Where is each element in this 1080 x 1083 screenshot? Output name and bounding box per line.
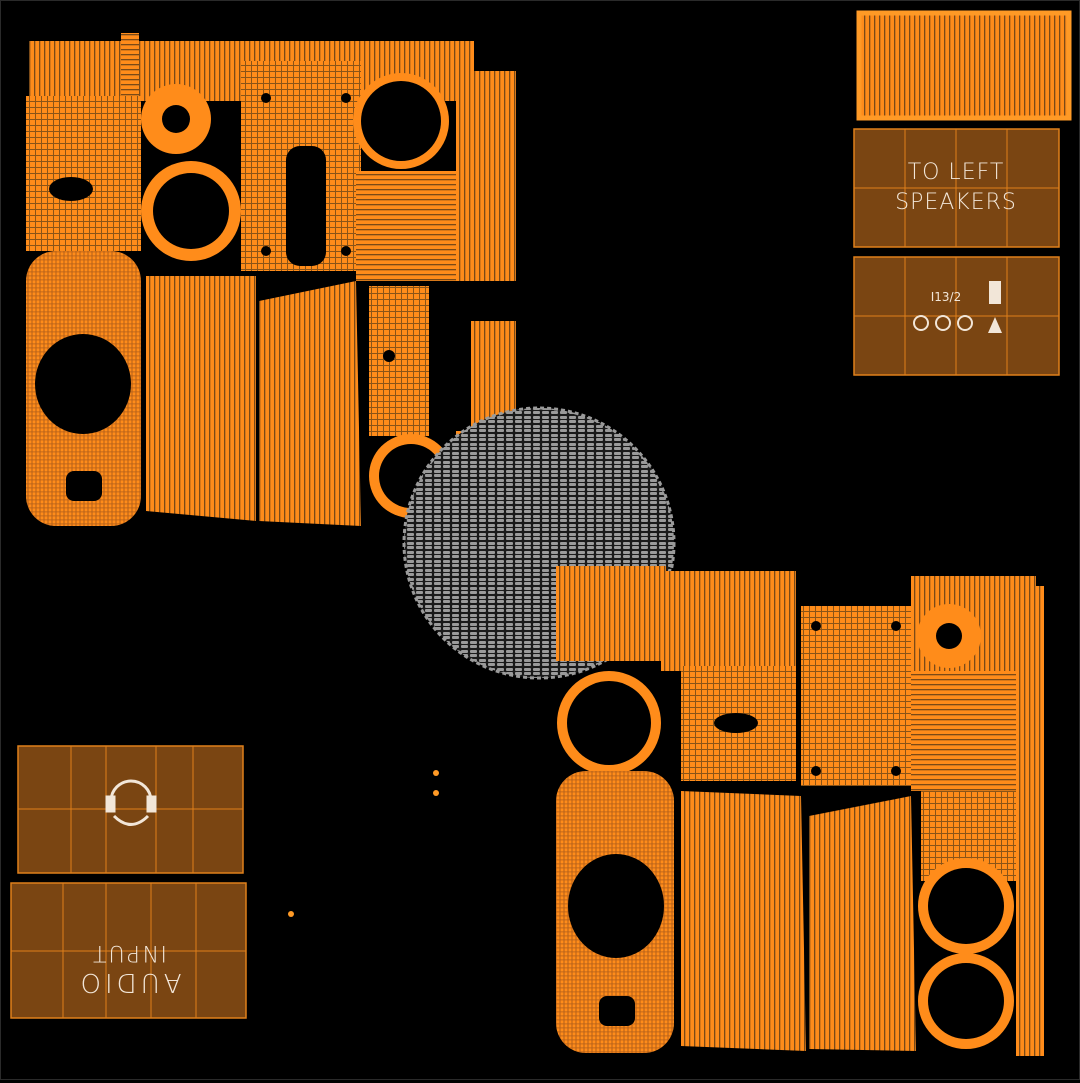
uv-hole [811, 766, 821, 776]
uv-hole [153, 173, 229, 249]
uv-hole [162, 105, 190, 133]
uv-hole [341, 93, 351, 103]
uv-hole [599, 996, 635, 1026]
uv-island-fabric [146, 276, 256, 521]
uv-island-fabric [809, 796, 916, 1051]
to-left-label-line1: TO LEFT [908, 160, 1005, 185]
uv-hole [383, 350, 395, 362]
uv-island-strip [556, 566, 666, 661]
uv-island-fabric [681, 791, 806, 1051]
uv-hole [341, 246, 351, 256]
uv-island-strip [356, 171, 456, 281]
uv-hole [261, 93, 271, 103]
uv-hole [714, 713, 758, 733]
uv-island-strip [1016, 586, 1044, 1056]
uv-hole [891, 766, 901, 776]
audio-input-label-line1: AUDIO [77, 967, 182, 997]
uv-island-strip [456, 71, 516, 281]
uv-vertex [433, 790, 439, 796]
uv-hole [936, 623, 962, 649]
uv-island-plate [801, 606, 911, 786]
uv-label-panels-top-right: TO LEFT SPEAKERS I13/2 [853, 10, 1072, 376]
uv-island-fabric [259, 281, 361, 526]
small-code-text: I13/2 [931, 290, 962, 304]
knob-icon [913, 315, 973, 331]
uv-hole [49, 177, 93, 201]
uv-hole [35, 334, 131, 434]
uv-hole [811, 621, 821, 631]
uv-island-left-box [26, 96, 141, 251]
uv-island-part [369, 286, 429, 436]
uv-island-vent [856, 10, 1072, 121]
uv-hole [567, 681, 651, 765]
uv-vertex [433, 770, 439, 776]
uv-hole [361, 81, 441, 161]
uv-slot [286, 146, 326, 266]
to-left-label-line2: SPEAKERS [895, 190, 1017, 215]
uv-hole [891, 621, 901, 631]
uv-island-cluster-top-left [26, 33, 516, 526]
uv-label-panels-bottom-left: AUDIO INPUT [10, 745, 247, 1019]
uv-hole [928, 963, 1004, 1039]
uv-island-post [121, 33, 139, 103]
audio-input-label-line2: INPUT [91, 940, 167, 965]
uv-island-strip [911, 671, 1021, 791]
uv-hole [928, 868, 1004, 944]
uv-hole [568, 854, 664, 958]
uv-vertex [288, 911, 294, 917]
uv-island-strip [661, 571, 796, 671]
uv-hole [66, 471, 102, 501]
warning-icon [988, 281, 1002, 333]
uv-island-cluster-bottom-right [556, 566, 1044, 1056]
uv-hole [261, 246, 271, 256]
headphones-icon [105, 779, 157, 826]
